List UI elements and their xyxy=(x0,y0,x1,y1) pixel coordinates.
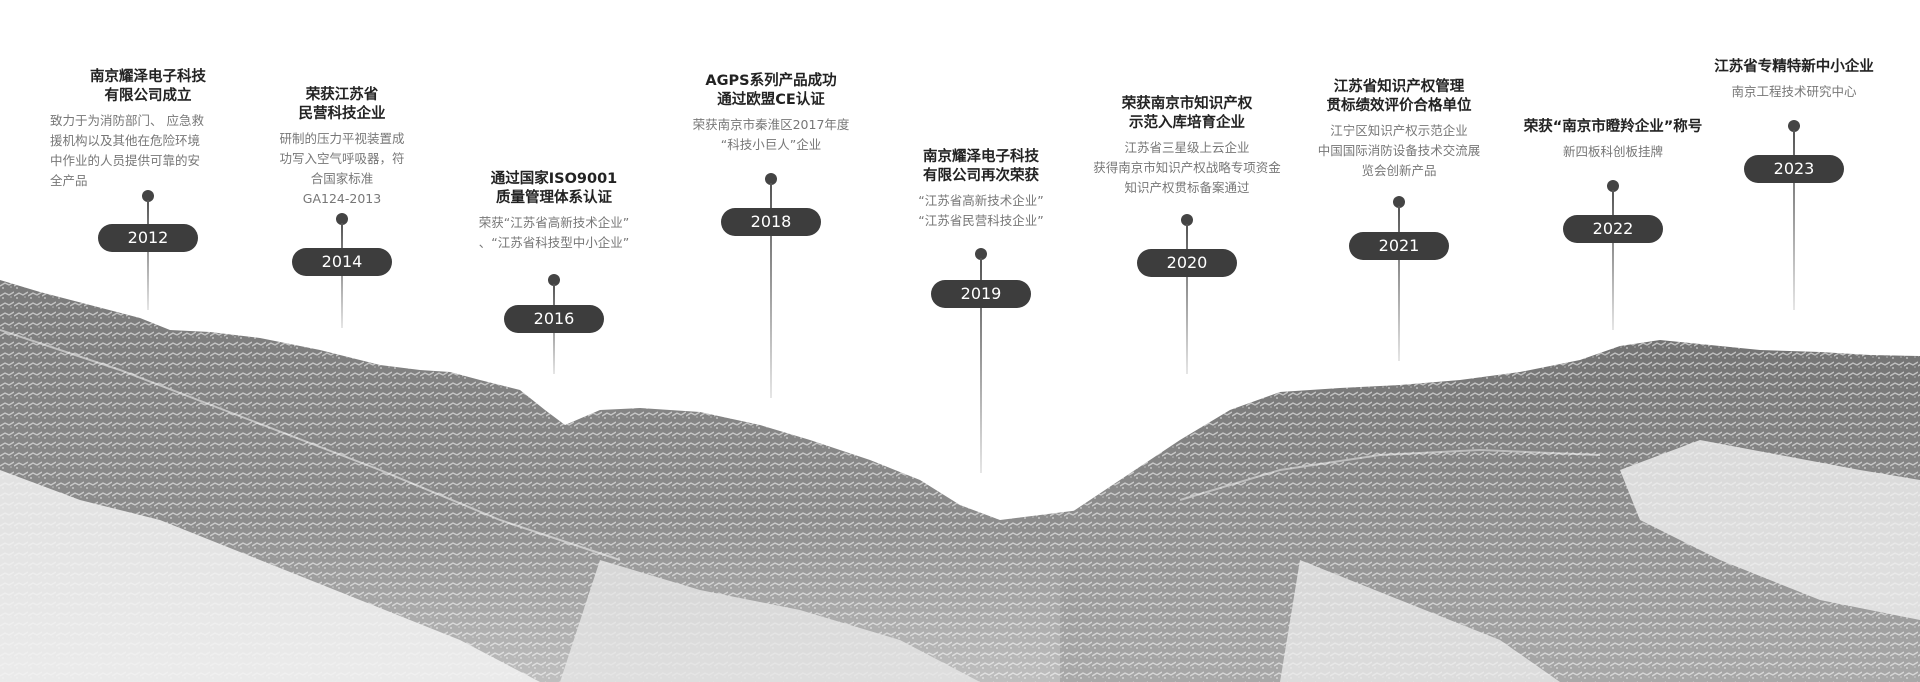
year-badge: 2018 xyxy=(721,208,821,236)
timeline-dot xyxy=(1607,180,1619,192)
milestone-text: 荣获“南京市瞪羚企业”称号 新四板科创板挂牌 xyxy=(1503,118,1723,162)
year-badge: 2023 xyxy=(1744,155,1844,183)
milestone-title: 荣获江苏省 民营科技企业 xyxy=(298,87,386,122)
milestone-description: 江苏省三星级上云企业 获得南京市知识产权战略专项资金 知识产权贯标备案通过 xyxy=(1093,140,1281,195)
milestone-title: 南京耀泽电子科技 有限公司成立 xyxy=(90,69,206,104)
timeline-dot xyxy=(142,190,154,202)
milestone-text: 江苏省知识产权管理 贯标绩效评价合格单位 江宁区知识产权示范企业 中国国际消防设… xyxy=(1279,78,1519,181)
milestone-text: AGPS系列产品成功 通过欧盟CE认证 荣获南京市秦淮区2017年度 “科技小巨… xyxy=(641,72,901,155)
year-badge: 2019 xyxy=(931,280,1031,308)
milestone-description: 致力于为消防部门、 应急救 援机构以及其他在危险环境 中作业的人员提供可靠的安 … xyxy=(50,113,204,188)
milestone-description: 新四板科创板挂牌 xyxy=(1562,144,1663,159)
timeline-stem xyxy=(770,183,772,398)
milestone-text: 通过国家ISO9001 质量管理体系认证 荣获“江苏省高新技术企业” 、“江苏省… xyxy=(424,170,684,253)
year-badge: 2014 xyxy=(292,248,392,276)
year-badge: 2012 xyxy=(98,224,198,252)
timeline-stem xyxy=(1398,206,1400,361)
timeline-stem xyxy=(1612,190,1614,330)
milestone-title: 荣获“南京市瞪羚企业”称号 xyxy=(1523,119,1703,135)
timeline-dot xyxy=(336,213,348,225)
year-badge: 2022 xyxy=(1563,215,1663,243)
milestone-title: 江苏省知识产权管理 贯标绩效评价合格单位 xyxy=(1326,79,1472,114)
milestone-text: 荣获南京市知识产权 示范入库培育企业 江苏省三星级上云企业 获得南京市知识产权战… xyxy=(1067,95,1307,198)
milestone-description: 江宁区知识产权示范企业 中国国际消防设备技术交流展 览会创新产品 xyxy=(1317,123,1481,178)
milestone-description: 研制的压力平视装置成 功写入空气呼吸器，符 合国家标准 GA124-2013 xyxy=(279,131,405,206)
milestone-description: 南京工程技术研究中心 xyxy=(1731,84,1857,99)
milestone-title: 荣获南京市知识产权 示范入库培育企业 xyxy=(1121,96,1253,131)
timeline-stem xyxy=(1793,130,1795,310)
timeline-stem xyxy=(147,200,149,310)
timeline-dot xyxy=(1788,120,1800,132)
milestone-title: AGPS系列产品成功 通过欧盟CE认证 xyxy=(705,73,837,108)
milestone-title: 南京耀泽电子科技 有限公司再次荣获 xyxy=(923,149,1039,184)
milestone-text: 南京耀泽电子科技 有限公司再次荣获 “江苏省高新技术企业” “江苏省民营科技企业… xyxy=(861,148,1101,231)
year-badge: 2020 xyxy=(1137,249,1237,277)
year-badge: 2021 xyxy=(1349,232,1449,260)
milestone-title: 通过国家ISO9001 质量管理体系认证 xyxy=(490,171,618,206)
milestone-description: 荣获“江苏省高新技术企业” 、“江苏省科技型中小企业” xyxy=(478,215,630,250)
timeline-stem xyxy=(1186,224,1188,374)
milestone-description: 荣获南京市秦淮区2017年度 “科技小巨人”企业 xyxy=(692,117,850,152)
timeline-dot xyxy=(975,248,987,260)
milestone-title: 江苏省专精特新中小企业 xyxy=(1714,59,1874,75)
milestone-text: 江苏省专精特新中小企业 南京工程技术研究中心 xyxy=(1684,58,1904,102)
milestone-description: “江苏省高新技术企业” “江苏省民营科技企业” xyxy=(918,193,1044,228)
year-badge: 2016 xyxy=(504,305,604,333)
milestone-text: 荣获江苏省 民营科技企业 研制的压力平视装置成 功写入空气呼吸器，符 合国家标准… xyxy=(232,86,452,209)
milestone-text: 南京耀泽电子科技 有限公司成立 致力于为消防部门、 应急救 援机构以及其他在危险… xyxy=(38,68,258,191)
timeline-dot xyxy=(548,274,560,286)
timeline-dot xyxy=(1181,214,1193,226)
timeline-dot xyxy=(1393,196,1405,208)
timeline-dot xyxy=(765,173,777,185)
timeline-stem xyxy=(980,258,982,473)
